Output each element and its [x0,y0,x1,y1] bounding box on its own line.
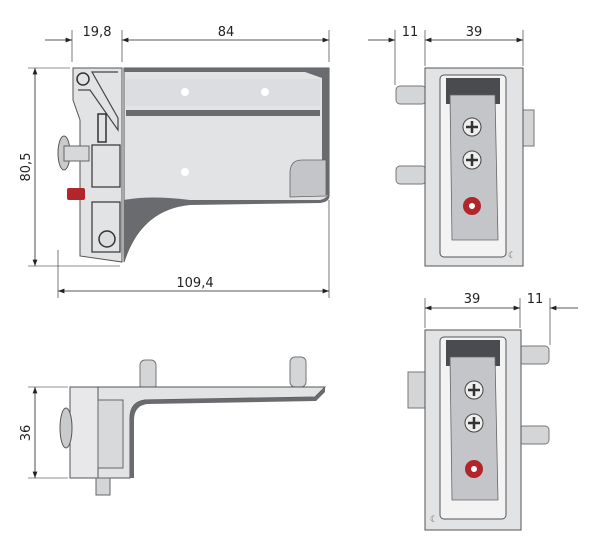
side-view: 19,8 84 80,5 109,4 [19,25,330,298]
top-view: 36 [19,356,327,496]
front-view-top: 11 39 ☾ [368,25,535,267]
dim-80-5: 80,5 [19,153,34,182]
red-lock-pin [67,188,85,200]
dim-36: 36 [19,425,34,442]
svg-text:☾: ☾ [430,515,438,525]
dim-109-4: 109,4 [176,276,213,291]
dim-19-8: 19,8 [83,25,112,40]
svg-text:☾: ☾ [508,251,516,261]
dim-39-top: 39 [466,25,483,40]
dim-84: 84 [218,25,235,40]
dim-39-bottom: 39 [464,292,481,307]
dim-11-top: 11 [402,25,419,40]
front-view-bottom: 39 11 ☾ [407,292,578,531]
dim-11-bottom: 11 [527,292,544,307]
